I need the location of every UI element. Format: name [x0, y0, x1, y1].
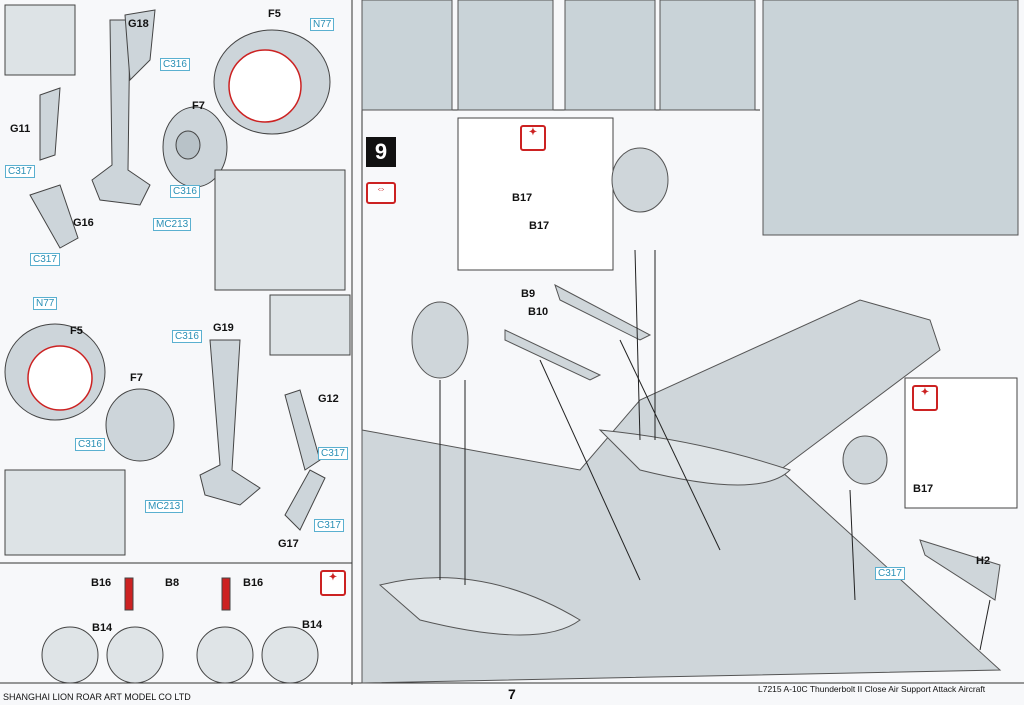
reference-icon: ✦: [912, 385, 938, 411]
part-label-f5: F5: [268, 8, 281, 20]
paint-code: C317: [30, 253, 60, 266]
part-label-b9: B9: [521, 288, 536, 300]
page-number: 7: [508, 686, 516, 702]
reference-icon: ✦: [320, 570, 346, 596]
paint-code: MC213: [145, 500, 184, 513]
paint-code: C316: [160, 58, 190, 71]
paint-code: N77: [310, 18, 335, 31]
part-label-b8: B8: [165, 577, 180, 589]
part-label-b16: B16: [243, 577, 264, 589]
part-label-b14: B14: [302, 619, 323, 631]
part-label-b17: B17: [913, 483, 934, 495]
part-label-f7: F7: [192, 100, 205, 112]
product-title: L7215 A-10C Thunderbolt II Close Air Sup…: [758, 684, 986, 694]
part-label-g16: G16: [73, 217, 94, 229]
flip-arrows-icon: ⇔: [366, 182, 396, 204]
part-label-g12: G12: [318, 393, 339, 405]
paint-code: C317: [314, 519, 344, 532]
paint-code: N77: [33, 297, 58, 310]
paint-code: C317: [875, 567, 905, 580]
part-label-b17: B17: [512, 192, 533, 204]
part-label-g17: G17: [278, 538, 299, 550]
part-label-b10: B10: [528, 306, 549, 318]
part-label-b17: B17: [529, 220, 550, 232]
reference-icon: ✦: [520, 125, 546, 151]
part-label-g19: G19: [213, 322, 234, 334]
part-label-f5: F5: [70, 325, 83, 337]
paint-code: C316: [172, 330, 202, 343]
paint-code: C316: [75, 438, 105, 451]
part-label-b16: B16: [91, 577, 112, 589]
part-label-g11: G11: [10, 123, 31, 135]
part-label-h2: H2: [976, 555, 991, 567]
paint-code: C316: [170, 185, 200, 198]
part-label-f7: F7: [130, 372, 143, 384]
paint-code: MC213: [153, 218, 192, 231]
paint-code: C317: [5, 165, 35, 178]
paint-code: C317: [318, 447, 348, 460]
part-label-g18: G18: [128, 18, 149, 30]
part-label-b14: B14: [92, 622, 113, 634]
company-name: SHANGHAI LION ROAR ART MODEL CO LTD: [3, 692, 191, 702]
step-number: 9: [366, 137, 396, 167]
